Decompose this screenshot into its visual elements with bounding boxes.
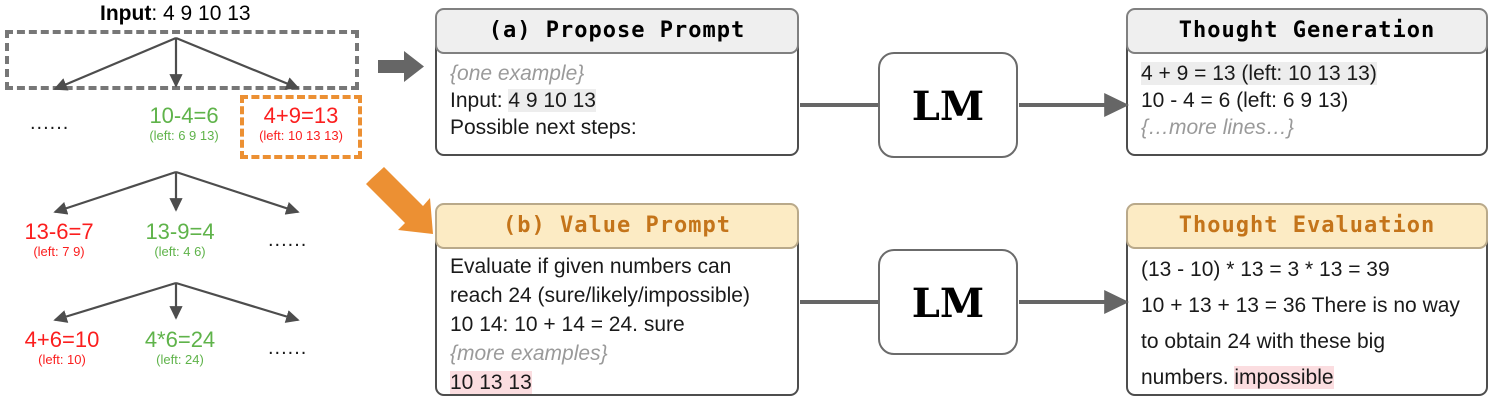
value-prompt-line-5: 10 13 13 bbox=[450, 371, 532, 394]
value-prompt-line-4: {more examples} bbox=[450, 342, 608, 365]
tree-node-left: (left: 24) bbox=[156, 352, 204, 367]
tree-node-expr: 13-6=7 bbox=[24, 219, 94, 244]
value-prompt-line-1: Evaluate if given numbers can bbox=[450, 255, 732, 278]
thought-evaluation-body: (13 - 10) * 13 = 3 * 13 = 39 10 + 13 + 1… bbox=[1141, 252, 1486, 396]
value-prompt-card bbox=[435, 232, 799, 396]
tree-node-left: (left: 4 6) bbox=[154, 244, 206, 259]
value-prompt-title: (b) Value Prompt bbox=[435, 203, 799, 249]
tree-node-4-plus-6[interactable]: 4+6=10 (left: 10) bbox=[0, 328, 124, 368]
tree-node-4-times-6[interactable]: 4*6=24 (left: 24) bbox=[120, 328, 240, 368]
lm-box-top[interactable]: LM bbox=[878, 52, 1018, 158]
propose-prompt-input-line: Input: 4 9 10 13 bbox=[450, 87, 790, 114]
thought-evaluation-line-3: to obtain 24 with these big bbox=[1141, 330, 1386, 353]
tree-input-label-prefix: Input bbox=[100, 2, 152, 25]
propose-prompt-example-line: {one example} bbox=[450, 62, 585, 85]
tree-node-expr: 13-9=4 bbox=[145, 219, 215, 244]
tree-node-left: (left: 7 9) bbox=[33, 244, 85, 259]
thought-generation-line-1-wrap: 4 + 9 = 13 (left: 10 13 13) bbox=[1141, 60, 1483, 87]
selected-node-dashed-box bbox=[240, 95, 362, 159]
propose-prompt-next-steps-line: Possible next steps: bbox=[450, 116, 637, 139]
value-prompt-body: Evaluate if given numbers can reach 24 (… bbox=[450, 252, 795, 397]
thought-generation-line-1: 4 + 9 = 13 (left: 10 13 13) bbox=[1141, 62, 1377, 85]
tree-node-13-6[interactable]: 13-6=7 (left: 7 9) bbox=[0, 220, 118, 260]
value-prompt-line-2: reach 24 (sure/likely/impossible) bbox=[450, 284, 750, 307]
thought-generation-line-2: 10 - 4 = 6 (left: 6 9 13) bbox=[1141, 89, 1349, 112]
tree-node-left: (left: 10 13 13) bbox=[259, 128, 343, 143]
thought-generation-body: 4 + 9 = 13 (left: 10 13 13) 10 - 4 = 6 (… bbox=[1141, 60, 1483, 141]
thought-generation-title: Thought Generation bbox=[1126, 8, 1488, 54]
thought-generation-line-3: {…more lines…} bbox=[1141, 116, 1294, 139]
propose-prompt-body: {one example} Input: 4 9 10 13 Possible … bbox=[450, 60, 790, 141]
tree-node-10-4[interactable]: 10-4=6 (left: 6 9 13) bbox=[118, 104, 250, 144]
tree-to-prompt-arrows bbox=[366, 51, 433, 234]
propose-prompt-title: (a) Propose Prompt bbox=[435, 8, 799, 54]
tree-node-expr: 10-4=6 bbox=[149, 103, 219, 128]
tree-node-13-9[interactable]: 13-9=4 (left: 4 6) bbox=[118, 220, 242, 260]
lm-box-bottom[interactable]: LM bbox=[878, 249, 1018, 355]
tree-node-expr: 4*6=24 bbox=[144, 327, 216, 352]
gray-block-arrow bbox=[378, 51, 424, 82]
tree-edges bbox=[53, 36, 300, 323]
thought-evaluation-line-4-prefix: numbers. bbox=[1141, 366, 1235, 389]
tree-node-4-9[interactable]: 4+9=13 (left: 10 13 13) bbox=[242, 104, 360, 144]
value-prompt-line-3: 10 14: 10 + 14 = 24. sure bbox=[450, 313, 685, 336]
pipeline-connectors bbox=[800, 93, 1130, 314]
value-prompt-line-5-wrap: 10 13 13 bbox=[450, 368, 795, 397]
tree-input-label: Input: 4 9 10 13 bbox=[100, 2, 251, 26]
tree-input-label-sep: : bbox=[151, 2, 163, 25]
tree-node-left: (left: 6 9 13) bbox=[149, 128, 219, 143]
tree-node-expr: 4+6=10 bbox=[24, 327, 100, 352]
thought-evaluation-title: Thought Evaluation bbox=[1126, 203, 1488, 249]
thought-evaluation-line-2: 10 + 13 + 13 = 36 There is no way bbox=[1141, 294, 1460, 317]
tree-node-left: (left: 10) bbox=[38, 352, 86, 367]
thought-evaluation-verdict: impossible bbox=[1234, 366, 1334, 389]
thought-evaluation-line-4: numbers. impossible bbox=[1141, 360, 1486, 396]
root-level-dashed-box bbox=[5, 30, 359, 90]
thought-evaluation-line-1: (13 - 10) * 13 = 3 * 13 = 39 bbox=[1141, 258, 1390, 281]
propose-prompt-input-value: 4 9 10 13 bbox=[508, 89, 596, 112]
tree-node-expr: 4+9=13 bbox=[263, 103, 339, 128]
search-tree-panel: Input: 4 9 10 13 ...... 10-4=6 (lef bbox=[0, 0, 420, 405]
propose-prompt-input-prefix: Input: bbox=[450, 89, 509, 112]
orange-block-arrow bbox=[366, 167, 433, 234]
tree-input-numbers: 4 9 10 13 bbox=[162, 2, 251, 25]
